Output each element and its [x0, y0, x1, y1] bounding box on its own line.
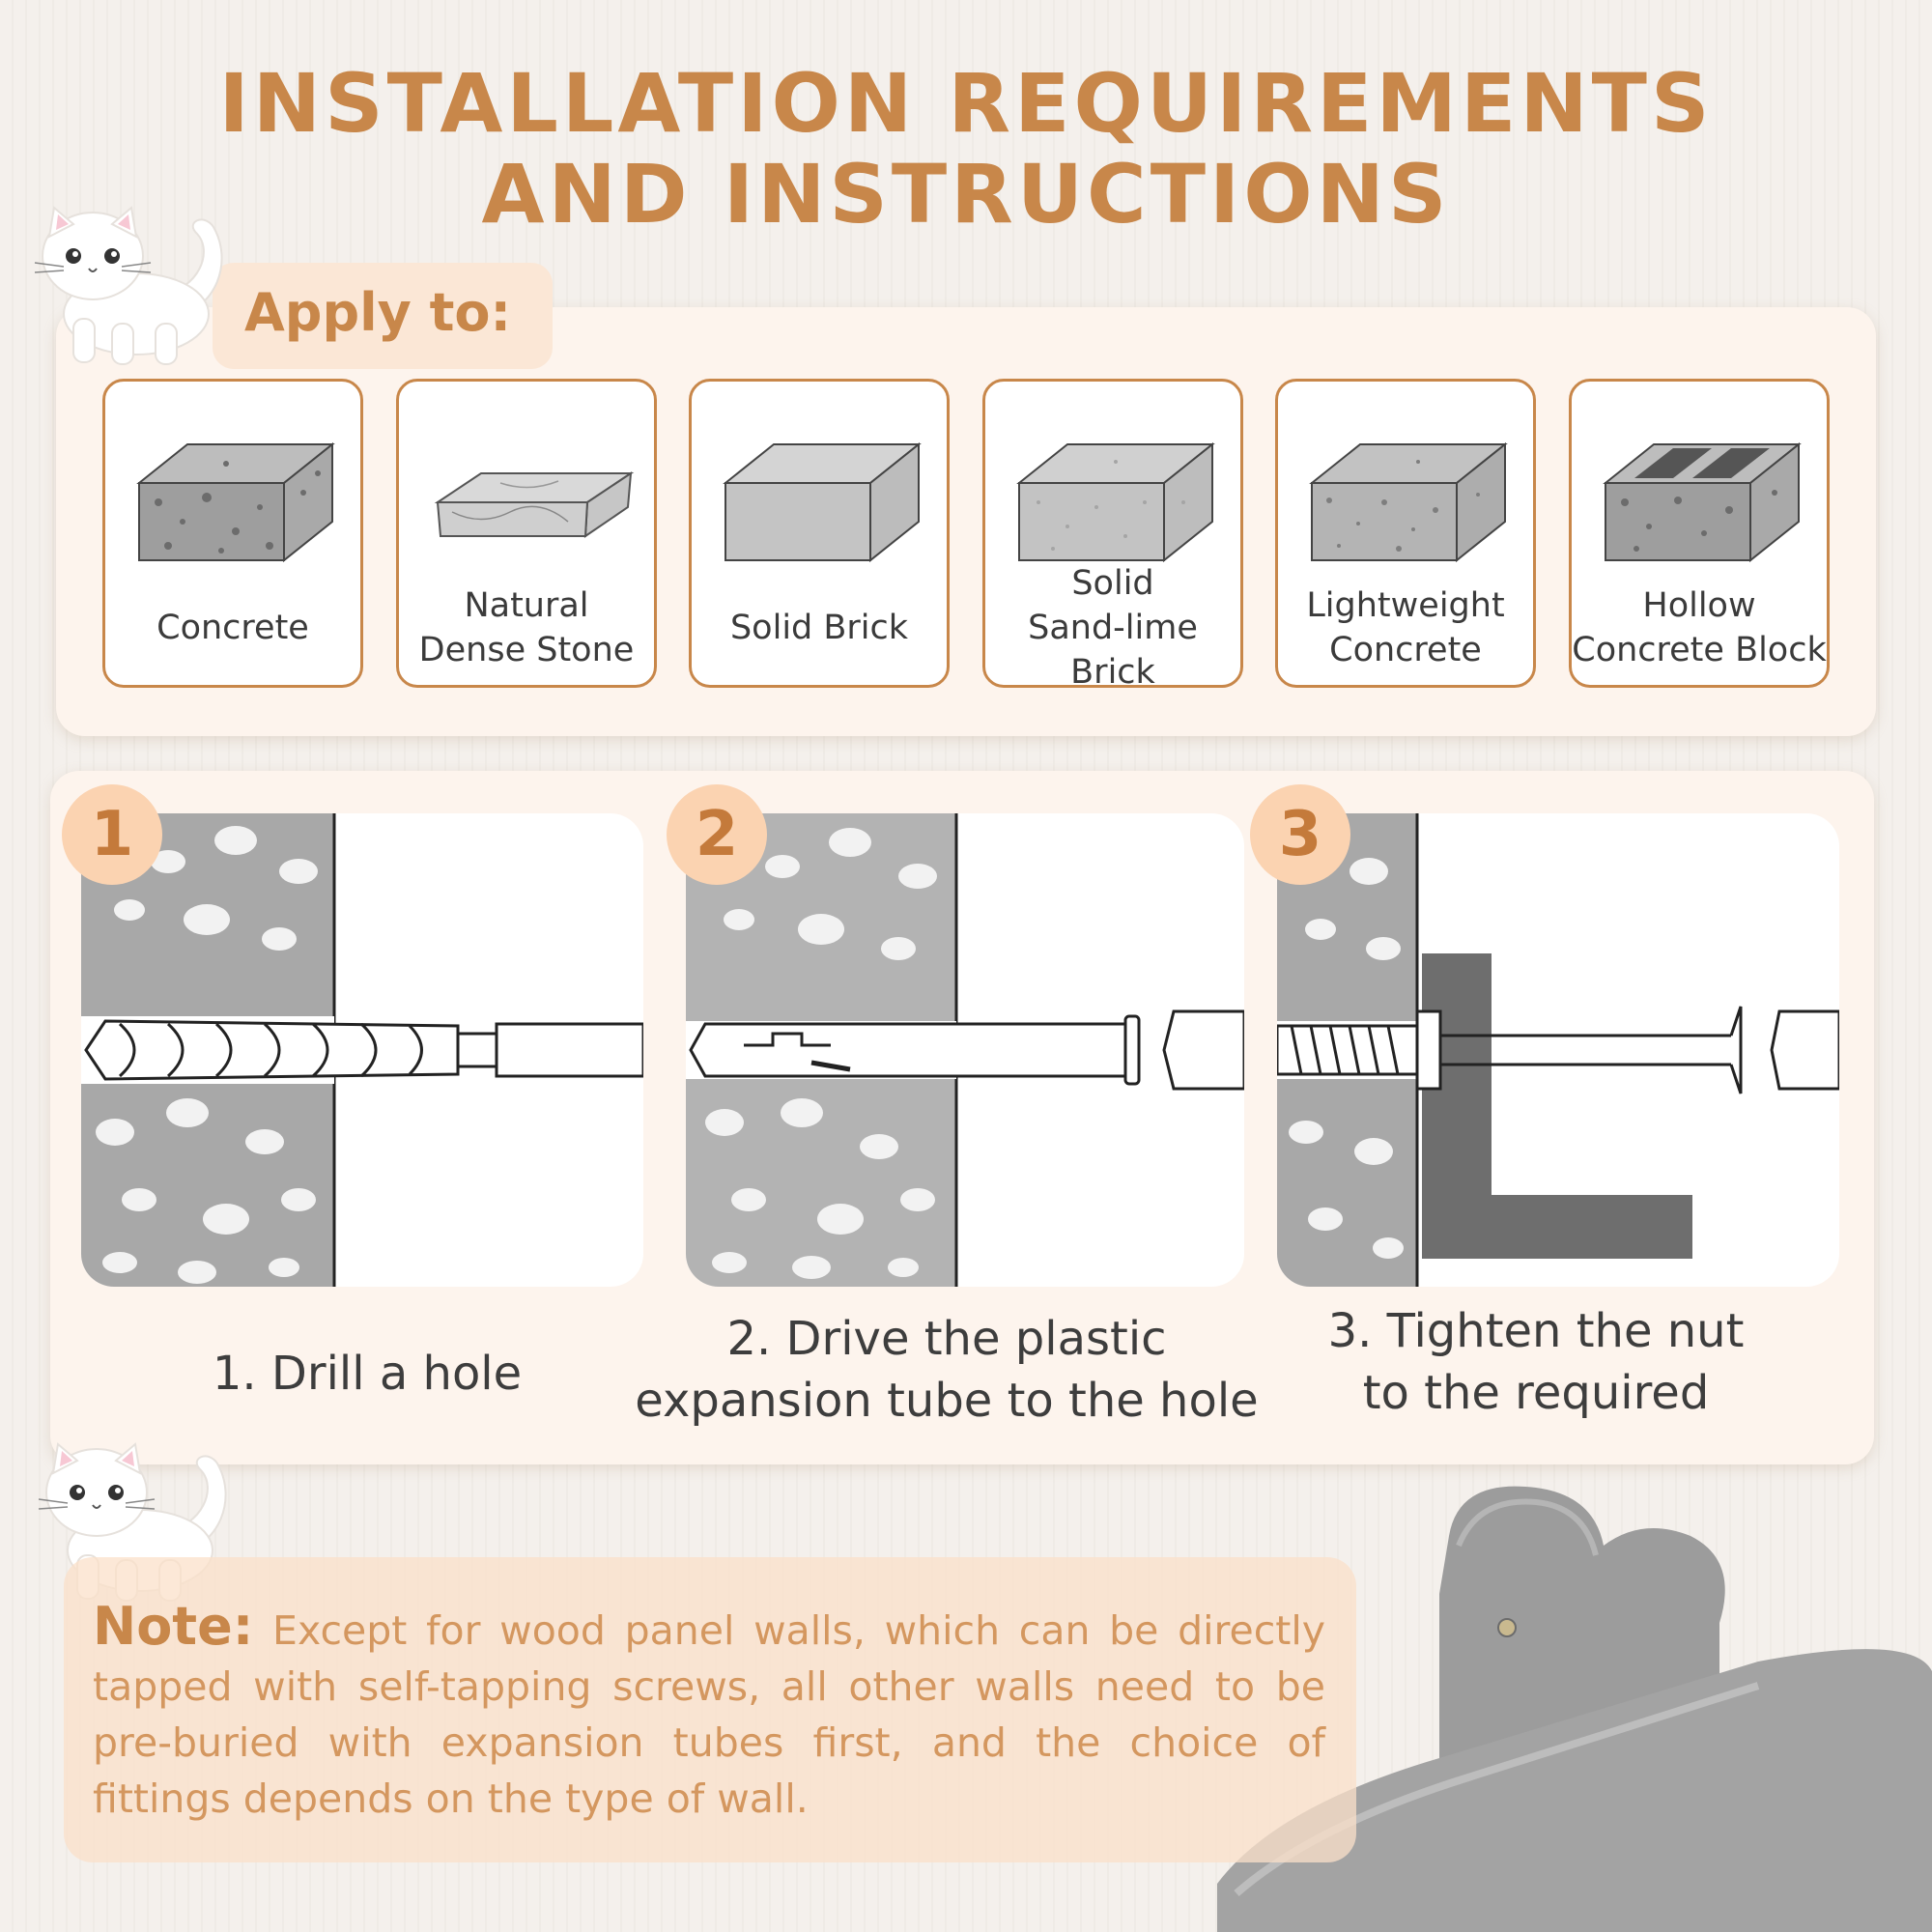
- material-label: Concrete: [156, 609, 309, 647]
- cat-mascot-icon: [34, 206, 223, 365]
- material-card-hollow-concrete-block: Hollow Concrete Block: [1569, 379, 1830, 688]
- title-line-1: INSTALLATION REQUIREMENTS: [218, 56, 1714, 151]
- screw-tighten-icon: [1277, 813, 1839, 1287]
- step-3-caption: 3. Tighten the nut to the required: [1327, 1304, 1745, 1420]
- concrete-block-icon: [136, 441, 335, 563]
- step-1-badge: 1: [62, 784, 162, 885]
- note-body: Except for wood panel walls, which can b…: [93, 1607, 1325, 1822]
- title-line-2: AND INSTRUCTIONS: [481, 147, 1451, 242]
- material-label: Lightweight Concrete: [1306, 586, 1505, 669]
- stone-slab-icon: [434, 471, 635, 538]
- material-card-concrete: Concrete: [102, 379, 363, 688]
- solid-brick-icon: [723, 441, 922, 563]
- step-2-illustration: [686, 813, 1244, 1287]
- lightweight-concrete-icon: [1309, 441, 1508, 563]
- apply-tab: [213, 263, 553, 369]
- step-3-illustration: [1277, 813, 1839, 1287]
- page-title: INSTALLATION REQUIREMENTS AND INSTRUCTIO…: [0, 58, 1932, 240]
- step-2-badge: 2: [667, 784, 767, 885]
- plush-shelf-icon: [1217, 1486, 1932, 1932]
- material-card-natural-dense-stone: Natural Dense Stone: [396, 379, 657, 688]
- step-1-illustration: [81, 813, 643, 1287]
- step-3-badge: 3: [1250, 784, 1350, 885]
- note-box: [64, 1557, 1356, 1862]
- material-card-solid-brick: Solid Brick: [689, 379, 950, 688]
- sand-lime-brick-icon: [1016, 441, 1215, 563]
- material-label: Solid Brick: [729, 609, 909, 647]
- expansion-tube-icon: [686, 813, 1244, 1287]
- step-1-caption: 1. Drill a hole: [212, 1347, 523, 1401]
- material-card-lightweight-concrete: Lightweight Concrete: [1275, 379, 1536, 688]
- note-label: Note:: [93, 1596, 254, 1657]
- material-label: Solid Sand-lime Brick: [1028, 564, 1198, 692]
- note-text: Note: Except for wood panel walls, which…: [93, 1599, 1325, 1827]
- drill-bit-icon: [81, 813, 643, 1287]
- step-2-caption: 2. Drive the plastic expansion tube to t…: [635, 1312, 1259, 1428]
- material-label: Natural Dense Stone: [418, 586, 635, 669]
- hollow-block-icon: [1603, 441, 1802, 563]
- material-label: Hollow Concrete Block: [1572, 586, 1827, 669]
- apply-label: Apply to:: [244, 282, 512, 343]
- material-card-solid-sand-lime-brick: Solid Sand-lime Brick: [982, 379, 1243, 692]
